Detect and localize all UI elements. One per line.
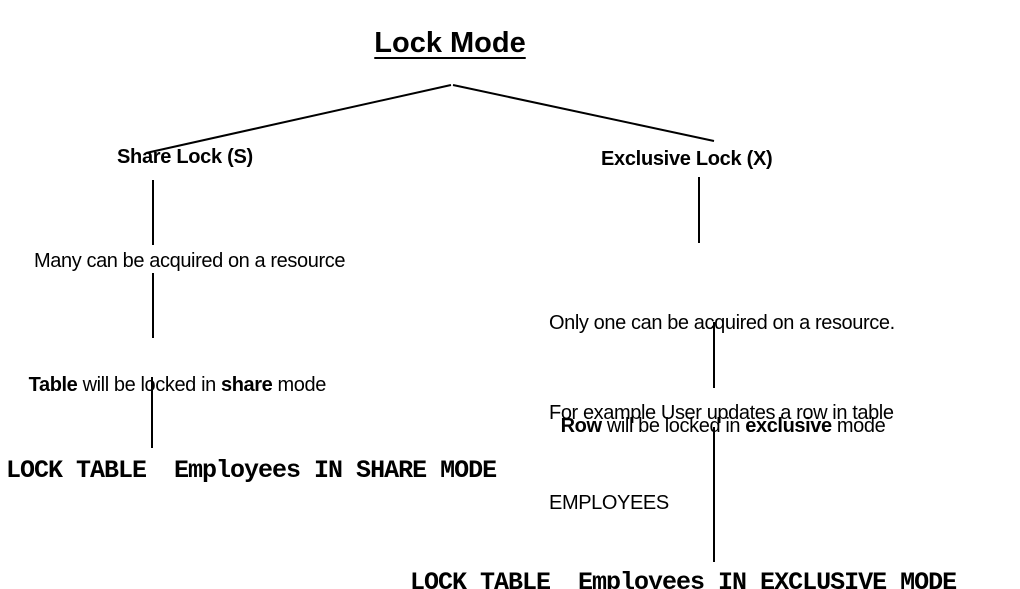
exclusive-description-line-1: Only one can be acquired on a resource.	[549, 312, 895, 334]
row-statement-middle: will be locked in	[601, 415, 746, 437]
exclusive-description-line-3: EMPLOYEES	[549, 492, 669, 514]
row-statement-end: mode	[831, 415, 886, 437]
right-branch-line	[452, 84, 715, 142]
table-statement-end: mode	[272, 374, 327, 396]
share-lock-description: Many can be acquired on a resource	[34, 250, 346, 272]
table-lock-statement: Table will be locked in share mode	[8, 348, 327, 423]
left-branch-line	[145, 84, 452, 154]
table-statement-middle: will be locked in	[77, 374, 221, 396]
share-lock-label: Share Lock (S)	[117, 146, 253, 168]
row-word: Row	[560, 415, 602, 437]
diagram-title: Lock Mode	[374, 27, 526, 59]
share-word: share	[221, 374, 273, 396]
lock-table-share-sql: LOCK TABLE Employees IN SHARE MODE	[6, 456, 497, 485]
exclusive-lock-label: Exclusive Lock (X)	[601, 148, 773, 170]
exclusive-word: exclusive	[745, 415, 832, 437]
table-word: Table	[28, 374, 78, 396]
exclusive-description-line-2: For example User updates a row in table	[549, 402, 894, 424]
lock-table-exclusive-sql: LOCK TABLE Employees IN EXCLUSIVE MODE	[410, 568, 957, 589]
exclusive-lock-description: Only one can be acquired on a resource. …	[549, 248, 895, 578]
row-lock-statement: Row will be locked in exclusive mode	[540, 389, 886, 464]
